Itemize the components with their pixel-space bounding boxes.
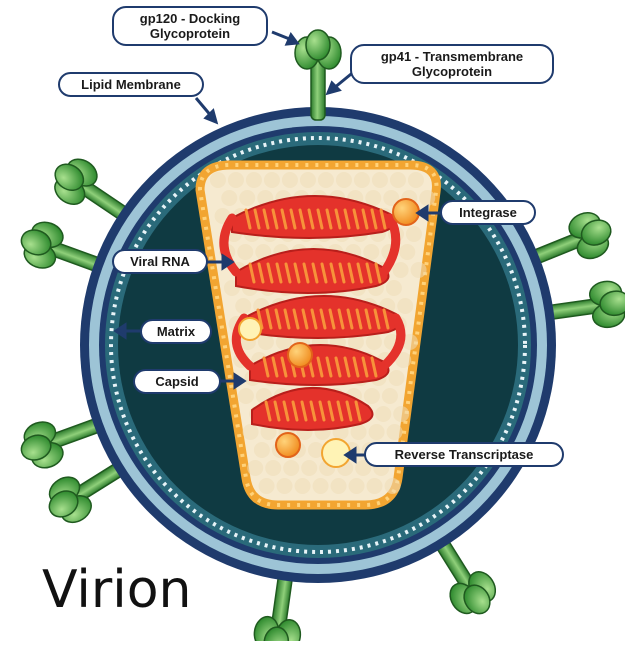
capsid-bead	[364, 388, 380, 404]
capsid-bead	[382, 388, 398, 404]
capsid-bead	[221, 190, 237, 206]
capsid-bead	[247, 460, 263, 476]
capsid-bead	[369, 424, 385, 440]
capsid-bead	[243, 424, 259, 440]
label-lipid-membrane: Lipid Membrane	[58, 72, 204, 97]
gp120-head	[306, 30, 330, 60]
glycoprotein-spike	[295, 30, 341, 120]
capsid-bead	[235, 298, 251, 314]
label-gp120: gp120 - Docking Glycoprotein	[112, 6, 268, 46]
capsid-bead	[300, 172, 316, 188]
capsid-bead	[399, 244, 415, 260]
capsid-bead	[349, 478, 365, 494]
capsid-bead	[386, 280, 402, 296]
capsid-bead	[366, 334, 382, 350]
label-capsid: Capsid	[133, 369, 221, 394]
capsid-bead	[264, 172, 280, 188]
capsid-bead	[254, 442, 270, 458]
capsid-bead	[331, 478, 347, 494]
capsid-bead	[393, 406, 409, 422]
label-gp120-line1: gp120 - Docking	[123, 11, 257, 26]
capsid-bead	[363, 244, 379, 260]
capsid-bead	[228, 172, 244, 188]
arrow-gp120-head	[287, 35, 297, 44]
capsid-bead	[406, 226, 422, 242]
reverse-transcriptase-enzyme	[322, 439, 350, 467]
label-reverse-transcriptase-text: Reverse Transcriptase	[375, 447, 553, 462]
capsid-bead	[367, 478, 383, 494]
capsid-bead	[282, 172, 298, 188]
capsid-bead	[393, 262, 409, 278]
capsid-bead	[419, 190, 435, 206]
caption: Virion	[42, 560, 191, 620]
capsid-bead	[365, 190, 381, 206]
reverse-transcriptase-enzyme-2	[276, 433, 300, 457]
label-matrix-text: Matrix	[151, 324, 201, 339]
label-lipid-membrane-text: Lipid Membrane	[69, 77, 193, 92]
glycoprotein-spikes-front	[295, 30, 341, 120]
capsid-bead	[283, 460, 299, 476]
capsid-bead	[408, 172, 424, 188]
capsid-bead	[313, 478, 329, 494]
label-gp41-line2: Glycoprotein	[361, 64, 543, 79]
capsid-enzyme	[239, 318, 261, 340]
integrase-enzyme	[393, 199, 419, 225]
capsid-enzyme-2	[288, 343, 312, 367]
capsid-bead	[397, 298, 413, 314]
label-gp41-line1: gp41 - Transmembrane	[361, 49, 543, 64]
capsid-bead	[389, 370, 405, 386]
label-reverse-transcriptase: Reverse Transcriptase	[364, 442, 564, 467]
capsid-bead	[336, 172, 352, 188]
capsid-bead	[265, 460, 281, 476]
capsid-bead	[295, 478, 311, 494]
label-capsid-text: Capsid	[144, 374, 210, 389]
capsid-bead	[318, 172, 334, 188]
capsid-bead	[301, 460, 317, 476]
capsid-bead	[375, 406, 391, 422]
gp41-stalk	[311, 60, 325, 120]
capsid-bead	[354, 172, 370, 188]
capsid-bead	[246, 172, 262, 188]
capsid-bead	[210, 172, 226, 188]
capsid-bead	[237, 244, 253, 260]
capsid-bead	[390, 172, 406, 188]
label-integrase-text: Integrase	[451, 205, 525, 220]
capsid-bead	[238, 388, 254, 404]
label-integrase: Integrase	[440, 200, 536, 225]
capsid-bead	[239, 190, 255, 206]
capsid-bead	[259, 478, 275, 494]
capsid-bead	[277, 478, 293, 494]
capsid-bead	[372, 172, 388, 188]
capsid-bead	[385, 478, 401, 494]
label-gp41: gp41 - Transmembrane Glycoprotein	[350, 44, 554, 84]
label-matrix: Matrix	[140, 319, 212, 344]
label-viral-rna-text: Viral RNA	[123, 254, 197, 269]
capsid-bead	[387, 424, 403, 440]
label-gp120-line2: Glycoprotein	[123, 26, 257, 41]
capsid-bead	[411, 262, 427, 278]
label-viral-rna: Viral RNA	[112, 249, 208, 274]
